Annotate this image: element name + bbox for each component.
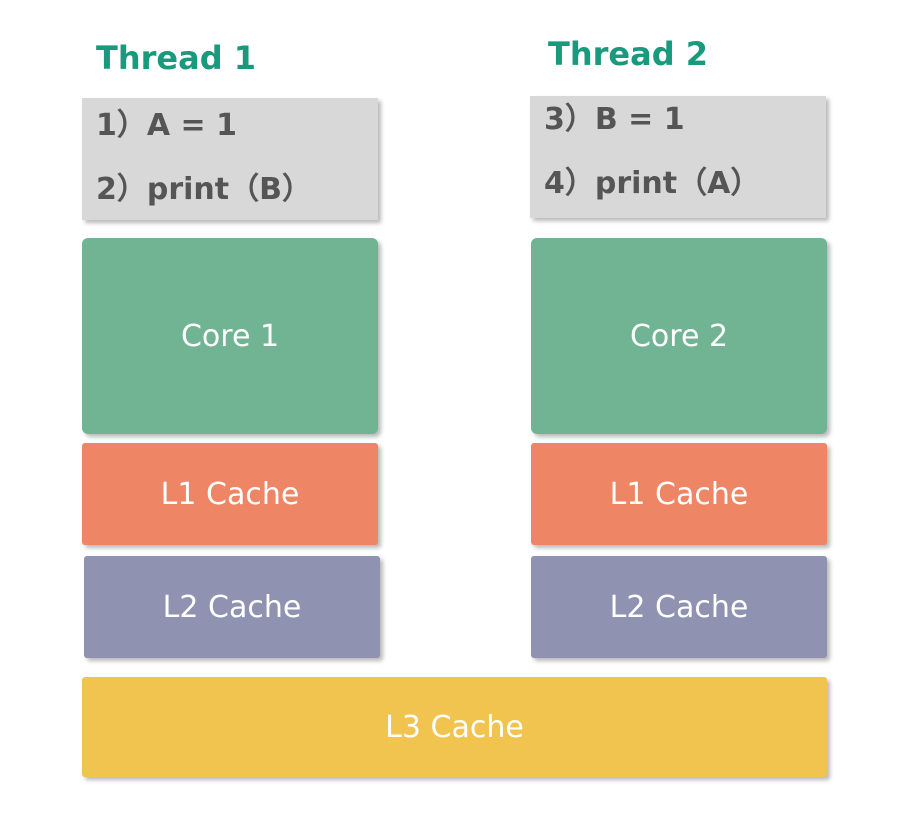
thread-1-code-line-2: 2）print（B） (96, 172, 312, 207)
thread-2-code-line-2: 4）print（A） (544, 166, 761, 201)
thread-1-title: Thread 1 (96, 39, 256, 77)
thread-2-title: Thread 2 (548, 35, 708, 73)
core-2-block: Core 2 (531, 238, 827, 434)
core-1-block: Core 1 (82, 238, 378, 434)
thread-2-code-box: 3）B = 1 4）print（A） (530, 96, 826, 218)
thread-2-l2-cache: L2 Cache (531, 556, 827, 658)
thread-1-l2-cache: L2 Cache (84, 556, 380, 658)
thread-1-code-box: 1）A = 1 2）print（B） (82, 98, 378, 220)
thread-1-code-line-1: 1）A = 1 (96, 108, 237, 143)
thread-2-code-line-1: 3）B = 1 (544, 102, 685, 137)
thread-1-l1-cache: L1 Cache (82, 443, 378, 545)
shared-l3-cache: L3 Cache (82, 677, 827, 777)
thread-2-l1-cache: L1 Cache (531, 443, 827, 545)
